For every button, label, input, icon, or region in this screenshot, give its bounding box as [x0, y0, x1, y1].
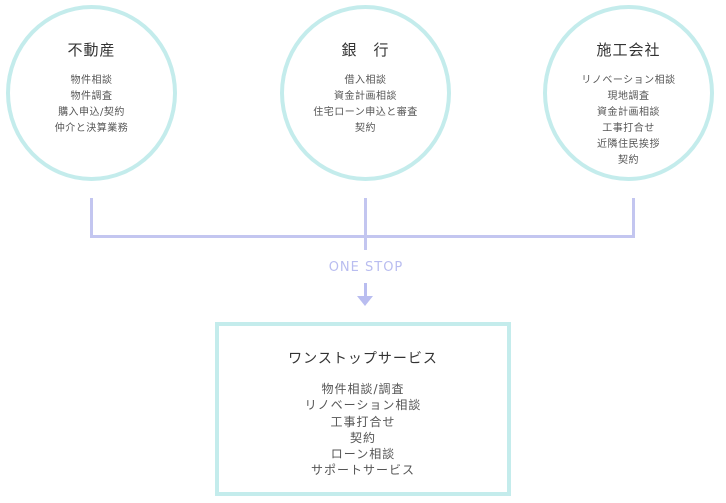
contractor-title: 施工会社 [596, 41, 661, 59]
connector-horizontal [90, 235, 635, 238]
list-item: サポートサービス [310, 463, 415, 478]
list-item: リノベーション相談 [304, 398, 422, 413]
list-item: 物件相談/調査 [321, 382, 405, 396]
list-item: 物件調査 [70, 91, 113, 102]
one-stop-service-box: ワンストップサービス 物件相談/調査 リノベーション相談 工事打合せ 契約 ロー… [215, 322, 511, 496]
list-item: 契約 [618, 155, 639, 166]
contractor-items: リノベーション相談 現地調査 資金計画相談 工事打合せ 近隣住民挨拶 契約 [547, 73, 710, 169]
list-item: 契約 [355, 123, 376, 134]
service-items: 物件相談/調査 リノベーション相談 工事打合せ 契約 ローン相談 サポートサービ… [219, 381, 507, 479]
list-item: 仲介と決算業務 [54, 123, 129, 134]
list-item: ローン相談 [330, 447, 396, 462]
bank-title: 銀 行 [341, 41, 390, 59]
list-item: リノベーション相談 [581, 75, 676, 86]
list-item: 契約 [349, 430, 376, 445]
connector-middle-vertical [364, 198, 367, 250]
down-arrow-stem [364, 283, 367, 297]
list-item: 物件相談 [70, 75, 113, 86]
list-item: 資金計画相談 [597, 107, 660, 118]
bank-circle: 銀 行 借入相談 資金計画相談 住宅ローン申込と審査 契約 [280, 5, 451, 181]
contractor-circle: 施工会社 リノベーション相談 現地調査 資金計画相談 工事打合せ 近隣住民挨拶 … [543, 5, 714, 181]
one-stop-label: ONE STOP [328, 260, 404, 275]
connector-left-vertical [90, 198, 93, 238]
real-estate-circle: 不動産 物件相談 物件調査 購入申込/契約 仲介と決算業務 [6, 5, 177, 181]
list-item: 購入申込/契約 [58, 107, 125, 118]
real-estate-title: 不動産 [67, 41, 116, 59]
bank-items: 借入相談 資金計画相談 住宅ローン申込と審査 契約 [284, 73, 447, 137]
list-item: 工事打合せ [330, 414, 396, 429]
list-item: 近隣住民挨拶 [597, 139, 660, 150]
list-item: 借入相談 [344, 75, 387, 86]
service-title: ワンストップサービス [288, 351, 438, 367]
real-estate-items: 物件相談 物件調査 購入申込/契約 仲介と決算業務 [10, 73, 173, 137]
list-item: 工事打合せ [602, 123, 655, 134]
list-item: 資金計画相談 [334, 91, 397, 102]
list-item: 現地調査 [607, 91, 650, 102]
list-item: 住宅ローン申込と審査 [313, 107, 418, 118]
connector-right-vertical [632, 198, 635, 238]
down-arrow-icon [357, 296, 373, 306]
